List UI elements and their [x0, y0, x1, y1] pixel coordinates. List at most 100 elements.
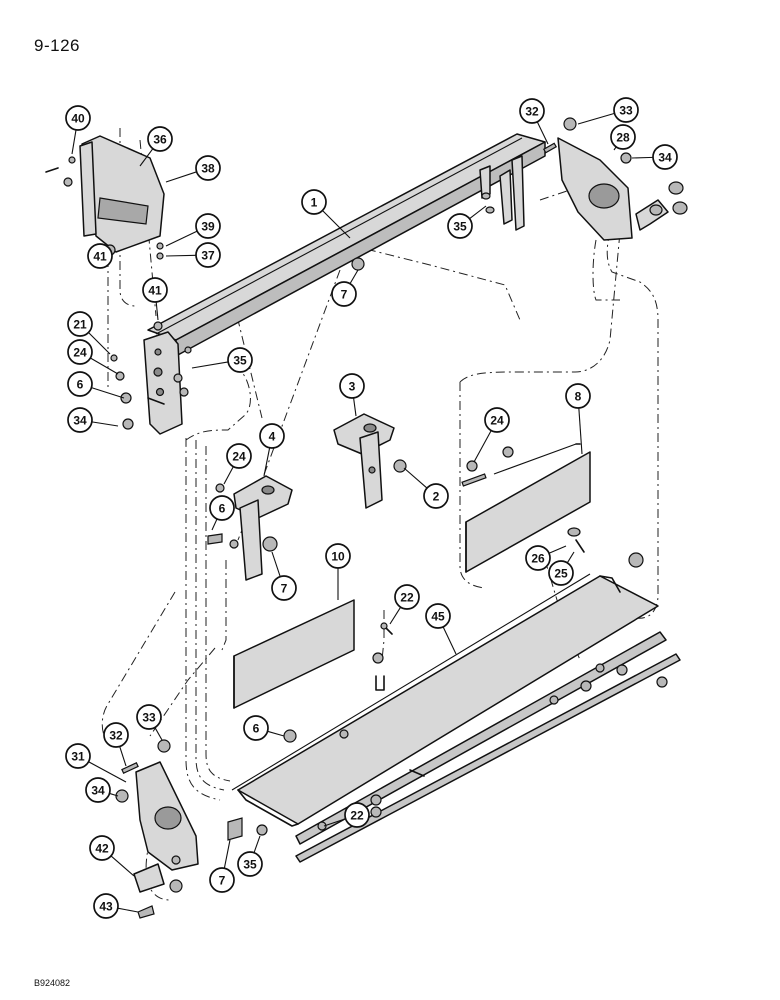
callout-balloon	[339, 373, 365, 399]
callout-balloon	[209, 495, 235, 521]
callout-balloon	[565, 383, 591, 409]
callout-leader	[91, 421, 119, 427]
callout-balloon	[484, 407, 510, 433]
callout-leader	[271, 551, 281, 577]
callout-number: 7	[341, 288, 348, 302]
callout-3: 3	[339, 373, 365, 417]
callout-leader	[389, 606, 402, 625]
left-upper-shield-part-36	[45, 135, 165, 260]
callout-number: 41	[148, 284, 162, 298]
callout-24: 24	[67, 339, 119, 375]
callout-39: 39	[165, 213, 221, 247]
callout-32: 32	[103, 722, 129, 767]
callout-balloon	[325, 543, 351, 569]
callout-balloon	[447, 213, 473, 239]
callout-22: 22	[323, 802, 370, 828]
callout-balloon	[519, 98, 545, 124]
callout-number: 24	[490, 414, 504, 428]
bottom-pan-part-45	[227, 552, 681, 863]
callout-leader	[566, 551, 575, 564]
callout-number: 4	[269, 430, 276, 444]
callout-balloon	[237, 851, 263, 877]
callout-24: 24	[223, 443, 252, 485]
callout-number: 22	[400, 591, 414, 605]
callout-number: 39	[201, 220, 215, 234]
callout-7: 7	[271, 551, 297, 601]
callout-balloon	[227, 347, 253, 373]
callout-number: 31	[71, 750, 85, 764]
callout-balloon	[67, 311, 93, 337]
callout-balloon	[613, 97, 639, 123]
callout-balloon	[610, 124, 636, 150]
callout-40: 40	[65, 105, 91, 155]
callout-leader	[165, 171, 197, 183]
callout-number: 24	[232, 450, 246, 464]
callout-leader	[353, 397, 357, 417]
callout-leader	[578, 407, 583, 455]
callout-number: 7	[281, 582, 288, 596]
callout-8: 8	[565, 383, 591, 455]
callout-number: 6	[253, 722, 260, 736]
callout-leader	[154, 727, 163, 741]
callout-leader	[155, 301, 159, 321]
callout-leader	[223, 839, 231, 869]
callout-number: 21	[73, 318, 87, 332]
callout-leader	[211, 518, 218, 531]
callout-number: 35	[453, 220, 467, 234]
beam-hardware	[110, 117, 577, 430]
callout-balloon	[394, 584, 420, 610]
callout-number: 33	[619, 104, 633, 118]
callout-balloon	[548, 560, 574, 586]
mounting-bracket-part-4	[207, 475, 293, 581]
callout-43: 43	[93, 893, 139, 919]
callout-balloon	[93, 893, 119, 919]
callout-37: 37	[165, 242, 221, 268]
callout-leader	[536, 121, 549, 145]
callout-leader	[88, 761, 127, 783]
callout-leader	[263, 447, 271, 477]
callout-35: 35	[191, 347, 253, 373]
mounting-bracket-part-3	[333, 413, 407, 509]
callout-balloon	[67, 407, 93, 433]
callout-balloon	[344, 802, 370, 828]
callout-leader	[90, 357, 119, 375]
callout-number: 8	[575, 390, 582, 404]
callout-10: 10	[325, 543, 351, 600]
page-number: 9-126	[34, 36, 80, 55]
callout-leader	[71, 129, 77, 155]
callout-leader	[442, 626, 457, 655]
callout-number: 34	[91, 784, 105, 798]
callout-balloon	[103, 722, 129, 748]
callout-number: 28	[616, 131, 630, 145]
callout-leader	[119, 746, 127, 767]
right-shield-panel-part-8	[461, 443, 591, 573]
callout-leader	[322, 210, 351, 239]
callout-6: 6	[243, 715, 285, 741]
callout-4: 4	[259, 423, 285, 477]
callout-22: 22	[389, 584, 420, 625]
callout-number: 37	[201, 249, 215, 263]
callout-number: 32	[525, 105, 539, 119]
callout-number: 35	[243, 858, 257, 872]
callout-6: 6	[209, 495, 235, 531]
callout-1: 1	[301, 189, 351, 239]
left-shield-panel-part-10	[233, 599, 393, 709]
callout-balloon	[243, 715, 269, 741]
callout-balloon	[67, 371, 93, 397]
callout-balloon	[331, 281, 357, 307]
callout-leader	[165, 230, 198, 247]
callout-balloon	[136, 704, 162, 730]
callout-33: 33	[577, 97, 639, 125]
callout-balloon	[525, 545, 551, 571]
left-lower-bracket-part-31	[115, 739, 199, 919]
callout-balloon	[195, 155, 221, 181]
callout-number: 35	[233, 354, 247, 368]
callout-number: 22	[350, 809, 364, 823]
callout-balloon	[209, 867, 235, 893]
callout-balloon	[652, 144, 678, 170]
callout-leader	[191, 361, 229, 369]
callout-leader	[548, 545, 567, 554]
callout-7: 7	[331, 269, 359, 307]
callout-leader	[88, 332, 111, 355]
